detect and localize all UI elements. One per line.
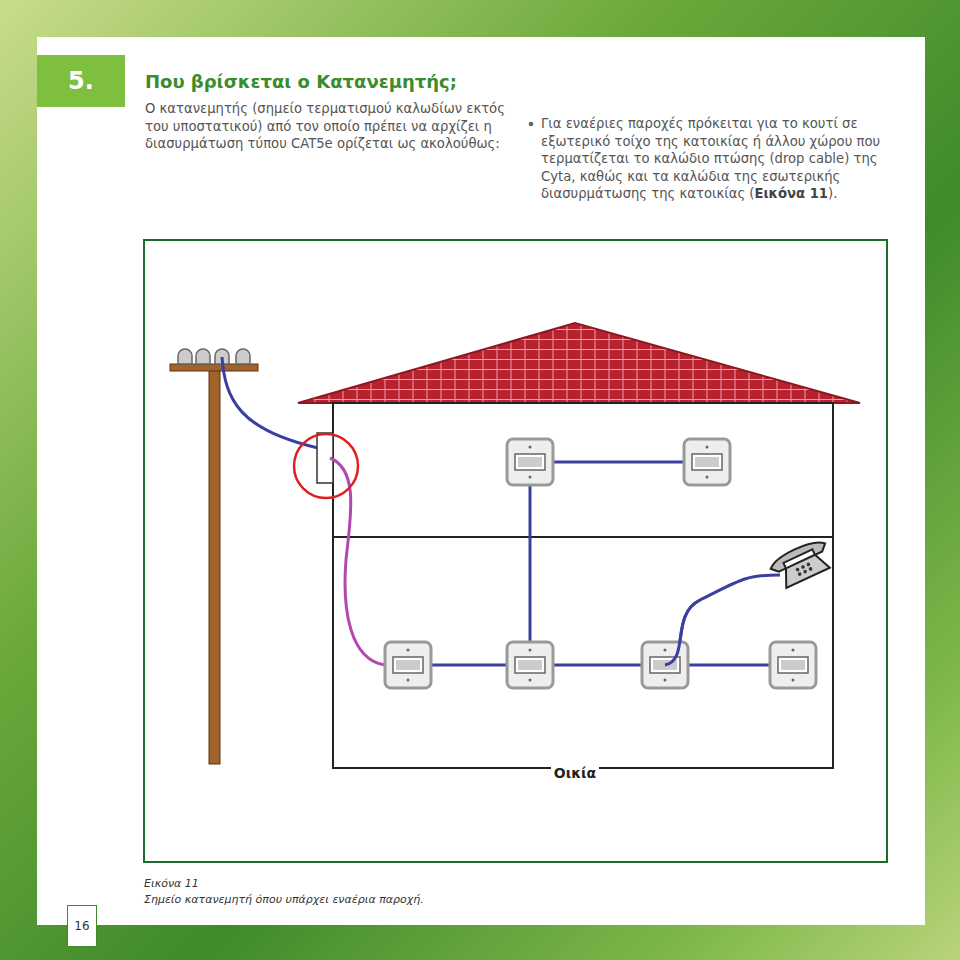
bullet-paragraph: Για εναέριες παροχές πρόκειται για το κο… — [541, 115, 891, 203]
section-title: Που βρίσκεται ο Κατανεμητής; — [145, 71, 457, 92]
figure-caption: Σημείο κατανεμητή όπου υπάρχει εναέρια π… — [144, 893, 424, 906]
figure-reference: Εικόνα 11 — [754, 186, 828, 201]
node-text: 16 — [74, 919, 89, 933]
body-paragraph: Ο κατανεμητής (σημείο τερματισμού καλωδί… — [145, 100, 507, 153]
node-text: 5. — [68, 67, 94, 95]
bullet-text: ). — [828, 186, 837, 201]
section-number-box: 5. — [37, 55, 125, 107]
figure-number: Εικόνα 11 — [144, 877, 199, 890]
page-number-box: 16 — [67, 905, 97, 947]
house-label: Οικία — [551, 765, 599, 781]
